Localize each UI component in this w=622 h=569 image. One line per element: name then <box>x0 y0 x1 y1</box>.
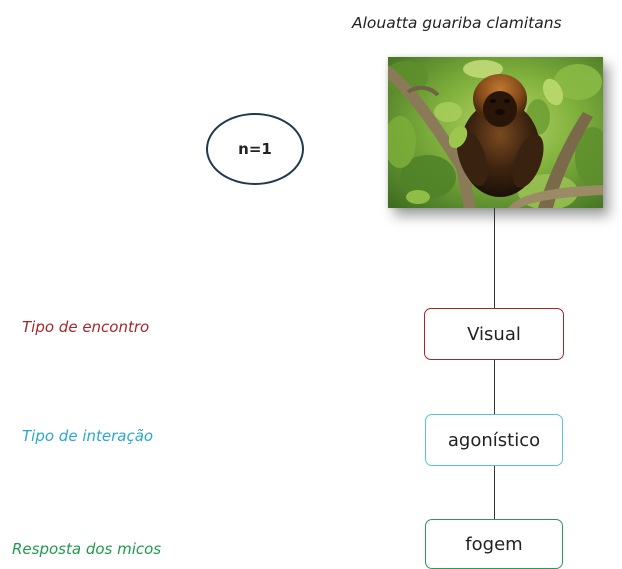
sample-size-ellipse: n=1 <box>206 113 304 185</box>
encounter-type-label: Tipo de encontro <box>22 318 150 336</box>
connector-photo-to-visual <box>494 208 496 308</box>
marmoset-response-node: fogem <box>425 519 563 569</box>
connector-visual-to-agonistico <box>494 360 496 415</box>
interaction-type-node: agonístico <box>425 414 563 466</box>
marmoset-response-value: fogem <box>465 533 523 555</box>
species-title: Alouatta guariba clamitans <box>352 14 562 32</box>
sample-size-label: n=1 <box>238 140 272 158</box>
encounter-type-value: Visual <box>467 323 521 345</box>
encounter-type-node: Visual <box>424 308 564 360</box>
interaction-type-label: Tipo de interação <box>22 427 154 445</box>
species-photo <box>388 57 603 208</box>
interaction-type-value: agonístico <box>447 429 541 451</box>
connector-agonistico-to-fogem <box>494 466 496 519</box>
marmoset-response-label: Resposta dos micos <box>12 540 162 558</box>
